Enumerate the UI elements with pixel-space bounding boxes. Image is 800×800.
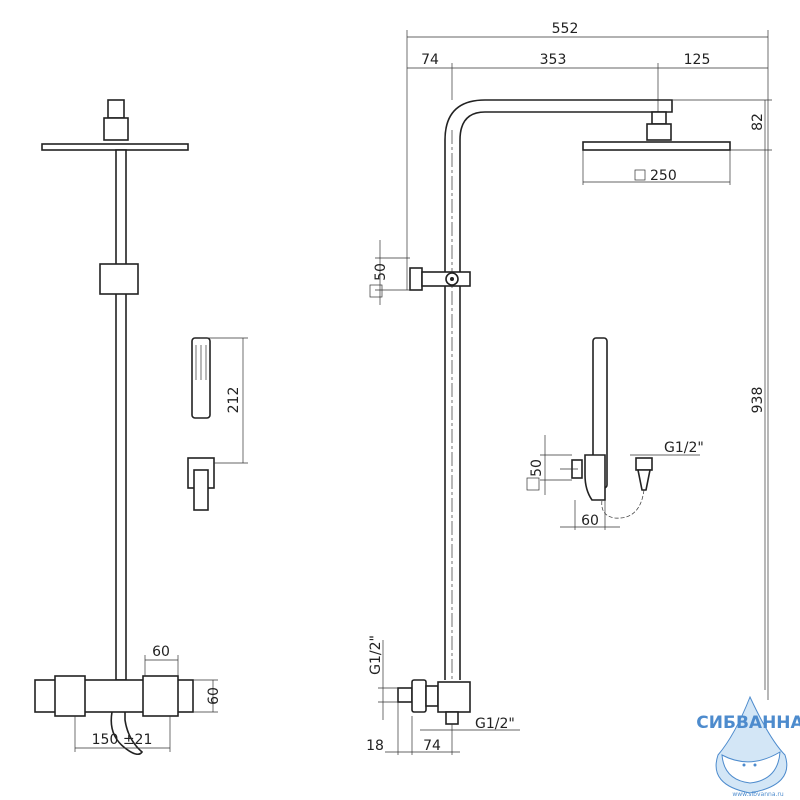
dim-head-height: 82 bbox=[750, 113, 766, 131]
shower-head-plate bbox=[41, 143, 189, 151]
dim-total-height: 938 bbox=[750, 387, 766, 414]
svg-text:www.sibvanna.ru: www.sibvanna.ru bbox=[732, 791, 784, 798]
hose bbox=[110, 711, 144, 756]
head-connector bbox=[651, 111, 667, 125]
dim-total-reach: 552 bbox=[552, 21, 579, 37]
head-connector bbox=[107, 99, 125, 119]
slider bbox=[99, 263, 139, 295]
mixer-handle-left bbox=[54, 675, 86, 717]
head-nut bbox=[103, 117, 129, 141]
valve-outlet bbox=[445, 711, 459, 725]
dim-handshower-length: 212 bbox=[226, 387, 242, 414]
watermark-logo: СИБВАННА www.sibvanna.ru bbox=[696, 695, 800, 798]
square-symbol bbox=[634, 169, 646, 181]
shower-head bbox=[582, 141, 731, 151]
valve-knob bbox=[397, 687, 413, 703]
mixer-handle-right bbox=[142, 675, 179, 717]
dim-center-distance: 150 ±21 bbox=[92, 732, 153, 748]
valve-flange bbox=[411, 679, 427, 713]
thread-inlet: G1/2" bbox=[368, 635, 384, 675]
square-symbol bbox=[369, 284, 383, 298]
hose-nut bbox=[635, 457, 653, 471]
valve-body bbox=[437, 681, 471, 713]
square-symbol bbox=[526, 477, 540, 491]
holder-bracket bbox=[193, 469, 209, 511]
side-view: 552 74 353 125 82 250 50 938 50 bbox=[366, 21, 772, 755]
wall-bracket bbox=[409, 267, 423, 291]
handshower-holder bbox=[584, 454, 606, 501]
dim-head-offset: 125 bbox=[684, 52, 711, 68]
dim-arm: 353 bbox=[540, 52, 567, 68]
dim-valve-offset: 74 bbox=[423, 738, 441, 754]
thread-hose: G1/2" bbox=[664, 440, 704, 456]
dim-mixer-height: 60 bbox=[206, 687, 222, 705]
front-view: 212 60 60 150 ±21 bbox=[34, 99, 248, 756]
head-nut bbox=[646, 123, 672, 141]
thread-outlet: G1/2" bbox=[475, 716, 515, 732]
dim-mixer-width: 60 bbox=[152, 644, 170, 660]
dim-wall-offset: 74 bbox=[421, 52, 439, 68]
dim-valve-wall: 18 bbox=[366, 738, 384, 754]
svg-text:СИБВАННА: СИБВАННА bbox=[696, 713, 800, 733]
dim-bracket: 50 bbox=[373, 263, 389, 281]
riser-pipe bbox=[115, 149, 127, 681]
dim-holder: 50 bbox=[529, 459, 545, 477]
riser-and-arm bbox=[444, 99, 673, 680]
dim-head-size: 250 bbox=[650, 168, 677, 184]
dim-holder-depth: 60 bbox=[581, 513, 599, 529]
